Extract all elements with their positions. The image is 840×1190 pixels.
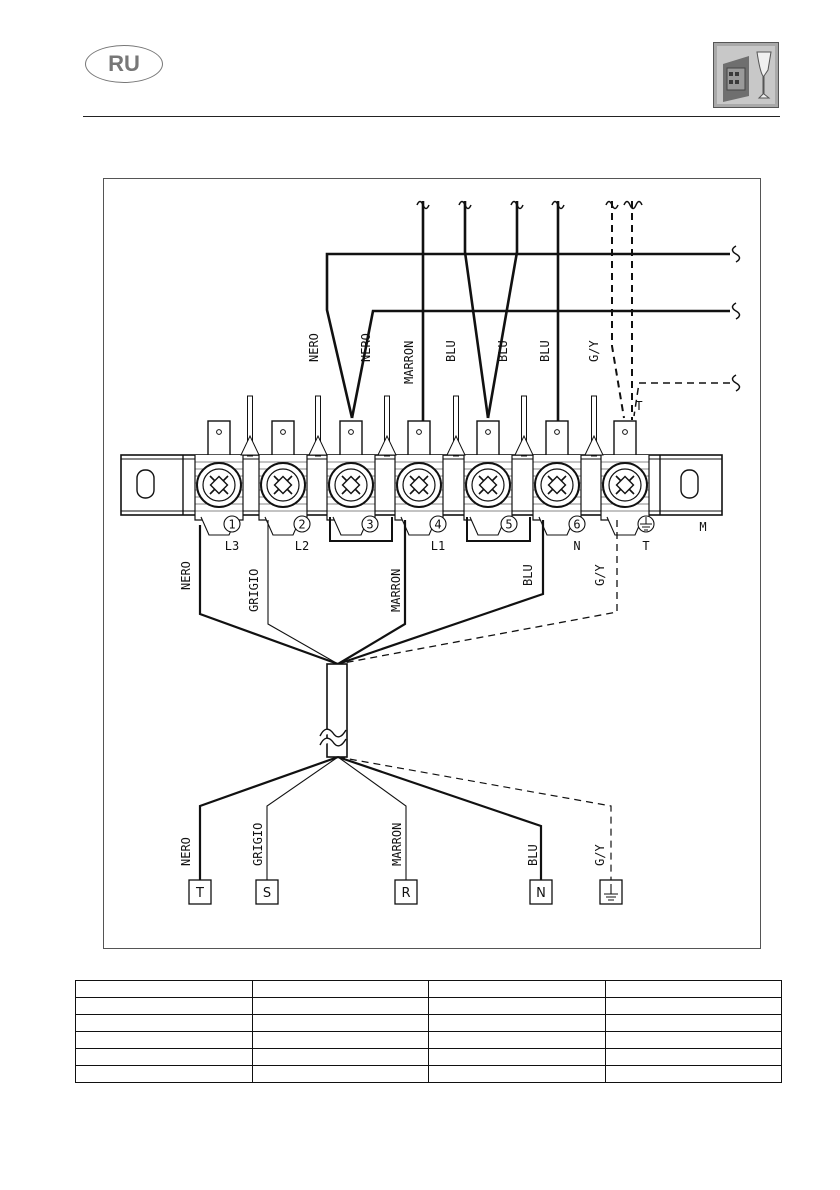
table-cell bbox=[75, 1065, 253, 1083]
outer-cable-wire-label: GRIGIO bbox=[251, 823, 265, 866]
table-cell bbox=[75, 1048, 253, 1066]
ground-icon bbox=[599, 879, 623, 905]
screw-terminal-2 bbox=[258, 420, 308, 536]
terminal-number-circle bbox=[223, 515, 241, 533]
terminal-pin bbox=[308, 395, 328, 457]
table-cell bbox=[604, 1031, 782, 1049]
upper-wire-label: G/Y bbox=[587, 340, 601, 362]
supply-terminal-label: S bbox=[263, 886, 271, 901]
upper-wire-label: BLU bbox=[496, 340, 510, 362]
outer-cable-wire-label: G/Y bbox=[593, 844, 607, 866]
mount-hole-left bbox=[136, 469, 155, 499]
terminal-number-3: 3 bbox=[366, 518, 373, 532]
upper-wire-label: BLU bbox=[538, 340, 552, 362]
block-label: M bbox=[699, 520, 706, 534]
screw-terminal-1 bbox=[194, 420, 244, 536]
table-row bbox=[75, 1014, 782, 1032]
terminal-number-circle bbox=[568, 515, 586, 533]
upper-wire-label: NERO bbox=[359, 333, 373, 362]
supply-terminal-T: T bbox=[188, 879, 212, 905]
table-cell bbox=[428, 1065, 606, 1083]
table-cell bbox=[75, 980, 253, 998]
table-cell bbox=[75, 1014, 253, 1032]
outer-cable-wire-label: MARRON bbox=[390, 823, 404, 866]
inner-cable-wire-label: G/Y bbox=[593, 564, 607, 586]
terminal-phase-label: N bbox=[573, 539, 580, 553]
table-cell bbox=[604, 980, 782, 998]
upper-wire-label: NERO bbox=[307, 333, 321, 362]
terminal-pin bbox=[514, 395, 534, 457]
terminal-number-circle bbox=[429, 515, 447, 533]
screw-terminal-5 bbox=[463, 420, 513, 536]
table-row bbox=[75, 1031, 782, 1049]
terminal-block bbox=[120, 395, 723, 542]
inner-cable-wire-label: NERO bbox=[179, 561, 193, 590]
terminal-number-4: 4 bbox=[434, 518, 441, 532]
terminal-number-circle bbox=[500, 515, 518, 533]
supply-terminal-label: T bbox=[195, 886, 204, 901]
table-cell bbox=[251, 997, 429, 1015]
language-badge: RU bbox=[85, 45, 163, 83]
table-cell bbox=[428, 980, 606, 998]
inner-cable-wire-label: GRIGIO bbox=[247, 569, 261, 612]
table-cell bbox=[428, 1014, 606, 1032]
terminal-number-2: 2 bbox=[298, 518, 305, 532]
table-cell bbox=[251, 1048, 429, 1066]
terminal-phase-label: L3 bbox=[225, 539, 239, 553]
table-cell bbox=[604, 1065, 782, 1083]
outer-cable-wire-label: BLU bbox=[526, 844, 540, 866]
table-cell bbox=[251, 980, 429, 998]
terminal-number-6: 6 bbox=[573, 518, 580, 532]
table-cell bbox=[428, 1048, 606, 1066]
terminal-number-circle bbox=[361, 515, 379, 533]
upper-wire-label: MARRON bbox=[402, 341, 416, 384]
table-cell bbox=[75, 1031, 253, 1049]
table-cell bbox=[604, 997, 782, 1015]
supply-terminal-R: R bbox=[394, 879, 418, 905]
screw-terminal-3 bbox=[326, 420, 376, 536]
table-cell bbox=[251, 1031, 429, 1049]
screw-terminal-7 bbox=[600, 420, 650, 536]
table-cell bbox=[604, 1048, 782, 1066]
table-cell bbox=[251, 1014, 429, 1032]
mount-hole-right bbox=[680, 469, 699, 499]
table-cell bbox=[428, 1031, 606, 1049]
table-row bbox=[75, 980, 782, 998]
terminal-number-circle bbox=[293, 515, 311, 533]
table-row bbox=[75, 997, 782, 1015]
earth-wire-tag: T bbox=[635, 399, 642, 413]
supply-terminal-S: S bbox=[255, 879, 279, 905]
table-cell bbox=[428, 997, 606, 1015]
data-table bbox=[75, 980, 782, 1083]
header-rule bbox=[83, 116, 780, 117]
terminal-number-5: 5 bbox=[505, 518, 512, 532]
terminal-pin bbox=[446, 395, 466, 457]
supply-terminal-label: R bbox=[401, 886, 410, 901]
terminal-phase-label: L1 bbox=[431, 539, 445, 553]
table-row bbox=[75, 1048, 782, 1066]
table-cell bbox=[251, 1065, 429, 1083]
appliance-wine-glass-icon bbox=[713, 42, 779, 108]
supply-terminal-label: N bbox=[536, 886, 546, 901]
table-row bbox=[75, 1065, 782, 1083]
terminal-number-1: 1 bbox=[228, 518, 235, 532]
terminal-pin bbox=[584, 395, 604, 457]
table-cell bbox=[75, 997, 253, 1015]
upper-wire-label: BLU bbox=[444, 340, 458, 362]
diagram-frame bbox=[103, 178, 761, 949]
outer-cable-wire-label: NERO bbox=[179, 837, 193, 866]
terminal-pin bbox=[240, 395, 260, 457]
inner-cable-wire-label: MARRON bbox=[389, 569, 403, 612]
inner-cable-wire-label: BLU bbox=[521, 564, 535, 586]
supply-terminal-N: N bbox=[529, 879, 553, 905]
terminal-pin bbox=[377, 395, 397, 457]
terminal-phase-label: L2 bbox=[295, 539, 309, 553]
terminal-phase-label: T bbox=[642, 539, 649, 553]
table-cell bbox=[604, 1014, 782, 1032]
